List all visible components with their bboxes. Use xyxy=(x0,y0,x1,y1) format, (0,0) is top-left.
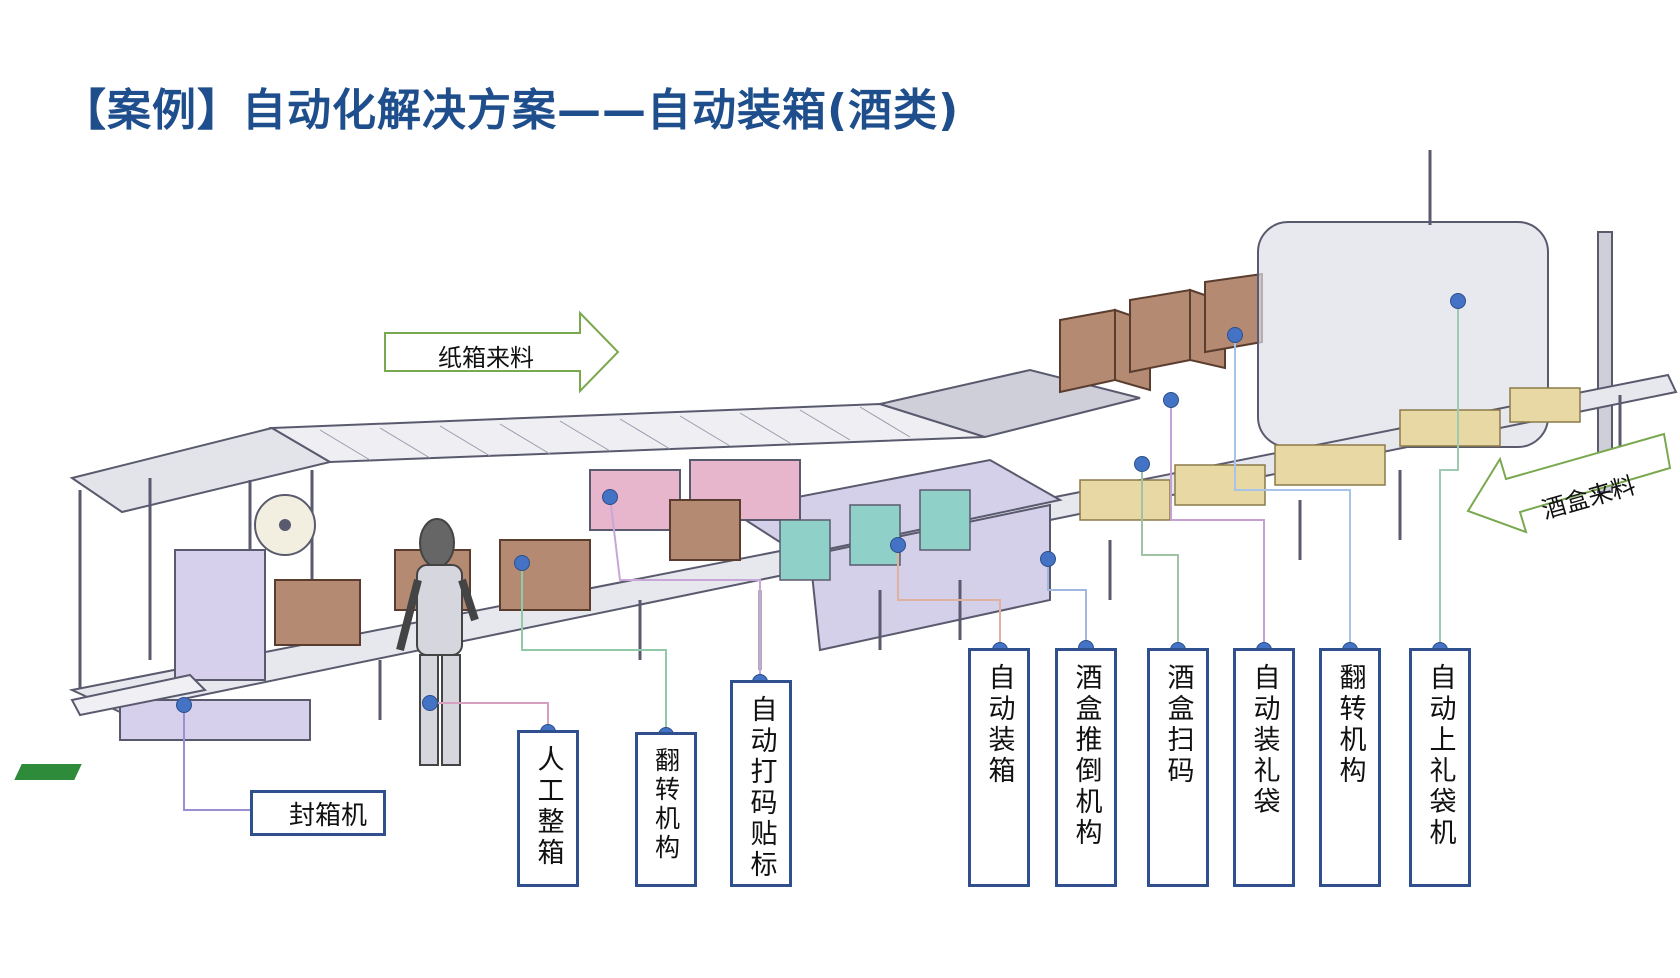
marker-gift-bag-pack xyxy=(1163,392,1179,408)
label-box-push: 酒盒推倒机构 xyxy=(1055,648,1117,887)
marker-box-push xyxy=(1040,551,1056,567)
label-print-label: 自动打码贴标 xyxy=(730,680,792,887)
floor-mat xyxy=(14,764,82,780)
label-sealer-text: 封箱机 xyxy=(288,800,367,831)
label-box-scan-text: 酒盒扫码 xyxy=(1162,663,1194,787)
leader-lines xyxy=(183,301,1459,811)
label-box-push-text: 酒盒推倒机构 xyxy=(1070,663,1102,849)
wine-boxes xyxy=(1079,387,1581,521)
label-manual-pack-text: 人工整箱 xyxy=(532,745,564,869)
marker-print-label xyxy=(602,489,618,505)
carton-in-label: 纸箱来料 xyxy=(438,344,534,372)
label-sealer: 封箱机 xyxy=(250,790,386,836)
marker-flip-1 xyxy=(514,555,530,571)
label-flip-2: 翻转机构 xyxy=(1319,648,1381,887)
label-manual-pack: 人工整箱 xyxy=(517,730,579,887)
marker-flip-2 xyxy=(1227,327,1243,343)
cartons-top xyxy=(1059,272,1263,394)
label-flip-2-text: 翻转机构 xyxy=(1334,663,1366,787)
label-flip-1: 翻转机构 xyxy=(635,732,697,887)
label-auto-pack: 自动装箱 xyxy=(968,648,1030,887)
marker-box-scan xyxy=(1134,456,1150,472)
carton-in-arrow xyxy=(384,310,620,394)
label-gift-bag-load-text: 自动上礼袋机 xyxy=(1424,663,1456,849)
label-box-scan: 酒盒扫码 xyxy=(1147,648,1209,887)
label-auto-pack-text: 自动装箱 xyxy=(983,663,1015,787)
marker-manual-pack xyxy=(422,695,438,711)
label-gift-bag-load: 自动上礼袋机 xyxy=(1409,648,1471,887)
label-print-label-text: 自动打码贴标 xyxy=(745,695,777,881)
label-gift-bag-pack-text: 自动装礼袋 xyxy=(1248,663,1280,818)
marker-sealer xyxy=(176,697,192,713)
marker-auto-pack xyxy=(890,537,906,553)
label-gift-bag-pack: 自动装礼袋 xyxy=(1233,648,1295,887)
label-flip-1-text: 翻转机构 xyxy=(651,747,681,863)
box-in-arrow xyxy=(1466,432,1672,534)
marker-gift-bag-load xyxy=(1450,293,1466,309)
case-sealer xyxy=(119,494,316,741)
overhead-conveyor xyxy=(268,402,986,464)
page-title: 【案例】自动化解决方案——自动装箱(酒类) xyxy=(62,85,960,136)
